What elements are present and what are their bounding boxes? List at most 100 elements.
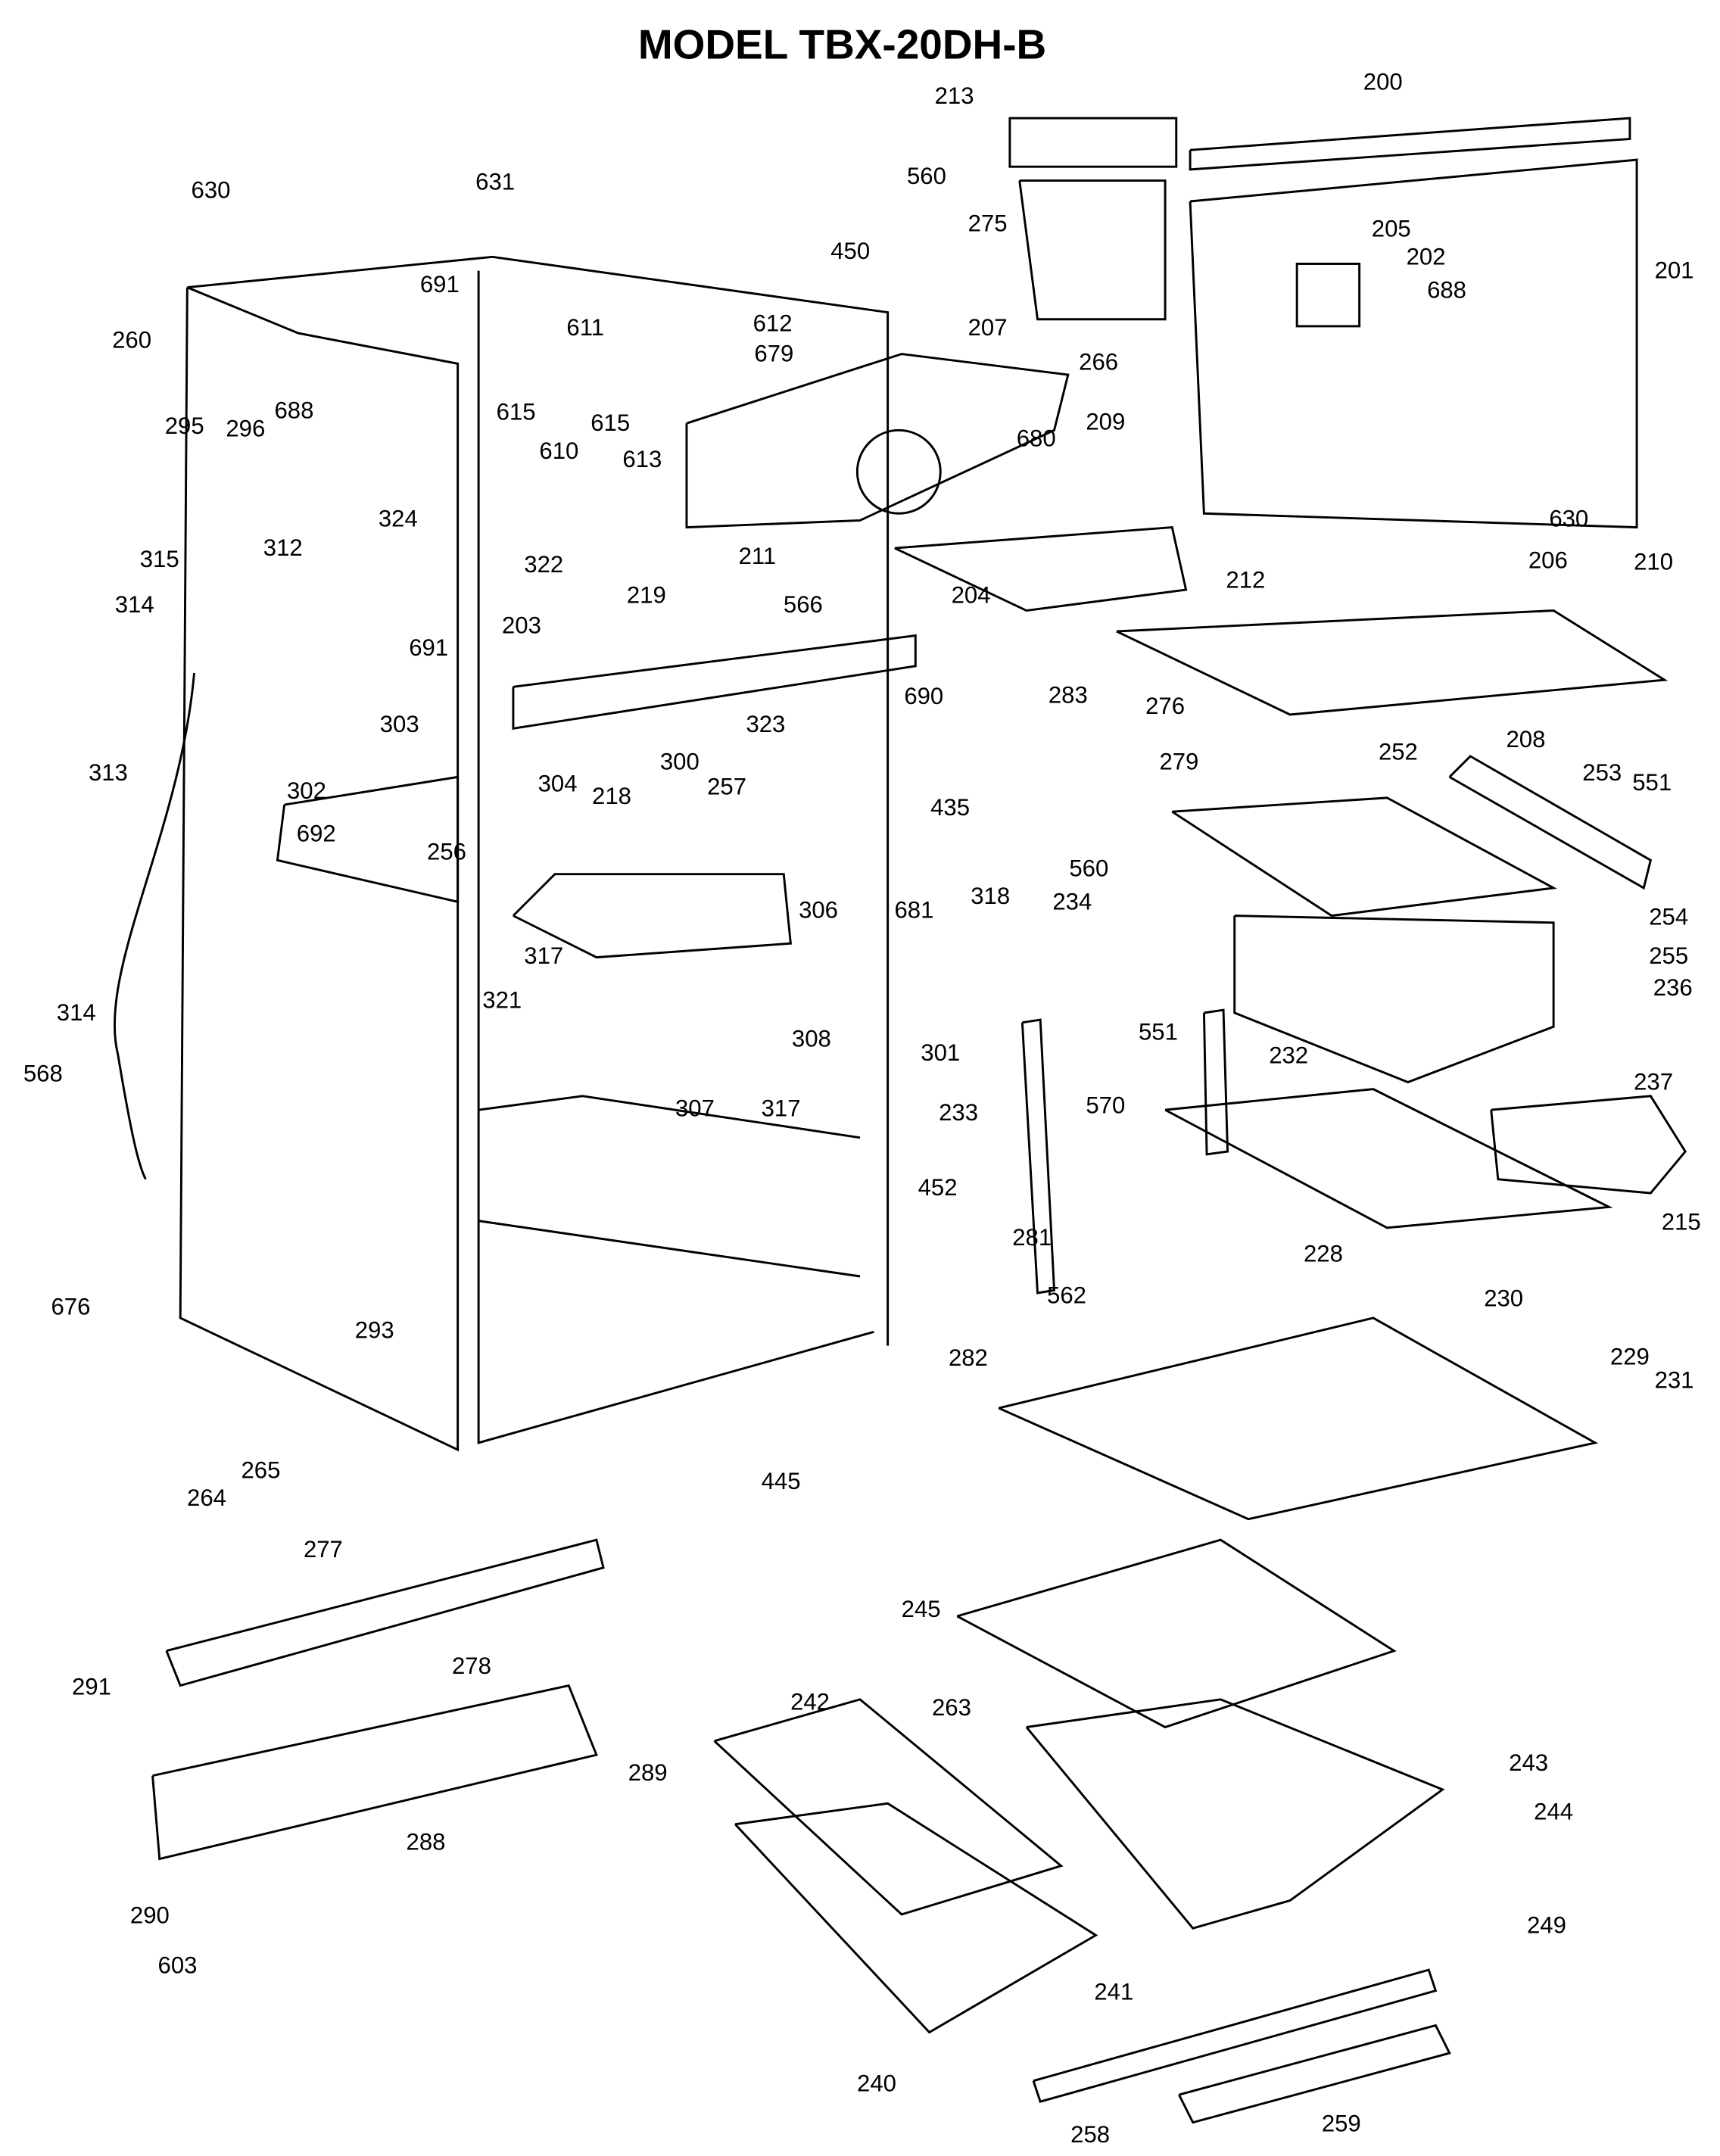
part-number-label: 233 (939, 1099, 978, 1126)
part-number-label: 283 (1049, 681, 1088, 708)
control-housing (512, 873, 792, 959)
part-number-label: 300 (660, 748, 700, 774)
crisper-cover-245 (956, 1538, 1397, 1729)
rail-233 (1020, 1018, 1056, 1295)
part-number-label: 207 (968, 314, 1008, 341)
part-number-label: 692 (297, 821, 336, 847)
part-number-label: 303 (380, 711, 419, 737)
diagram-title: MODEL TBX-20DH-B (638, 20, 1046, 67)
part-number-label: 560 (907, 163, 946, 189)
part-number-label: 249 (1527, 1912, 1566, 1939)
part-number-label: 206 (1528, 547, 1568, 574)
part-number-label: 230 (1484, 1285, 1523, 1311)
crisper-cover-252 (1171, 796, 1557, 918)
grille-288 (151, 1684, 598, 1861)
part-number-label: 257 (707, 773, 746, 799)
part-number-label: 450 (830, 238, 870, 264)
part-number-label: 243 (1509, 1749, 1548, 1776)
part-number-label: 312 (263, 534, 303, 561)
rail-258 (1032, 1968, 1438, 2103)
part-number-label: 688 (1427, 276, 1466, 303)
crisper-cover-242 (713, 1698, 1064, 1916)
part-number-label: 615 (590, 410, 630, 436)
part-number-label: 295 (165, 413, 204, 439)
ice-tray (1008, 117, 1178, 168)
drain-tube (113, 672, 195, 1180)
part-number-label: 203 (502, 612, 541, 639)
part-number-label: 252 (1379, 738, 1418, 765)
part-number-label: 213 (935, 83, 974, 109)
part-number-label: 291 (72, 1673, 111, 1700)
part-number-label: 266 (1079, 349, 1118, 375)
part-number-label: 307 (675, 1095, 715, 1121)
part-number-label: 613 (622, 446, 662, 472)
evaporator-cover (685, 353, 1070, 529)
part-number-label: 313 (89, 759, 128, 786)
part-number-label: 603 (158, 1952, 198, 1979)
part-number-label: 562 (1047, 1282, 1086, 1309)
rail-277 (165, 1538, 605, 1687)
meat-pan-255 (1233, 914, 1555, 1084)
crisper-240 (734, 1802, 1098, 2034)
part-number-label: 315 (140, 546, 179, 572)
part-number-label: 212 (1226, 566, 1265, 593)
part-number-label: 435 (930, 794, 970, 821)
wire-shelf-206 (1116, 609, 1669, 716)
part-number-label: 264 (187, 1485, 226, 1511)
part-number-label: 560 (1069, 855, 1108, 881)
part-number-label: 253 (1582, 759, 1622, 786)
shelf-229 (998, 1316, 1599, 1521)
part-number-label: 208 (1507, 726, 1546, 752)
part-number-label: 679 (754, 341, 793, 367)
shelf-228 (1164, 1088, 1613, 1229)
part-number-label: 288 (407, 1829, 446, 1855)
part-number-label: 258 (1070, 2121, 1110, 2148)
part-number-label: 688 (274, 397, 313, 424)
part-number-label: 611 (566, 314, 604, 341)
part-number-label: 566 (784, 591, 823, 618)
part-number-label: 317 (762, 1095, 801, 1121)
part-number-label: 275 (968, 210, 1008, 236)
part-number-label: 211 (739, 543, 777, 569)
part-number-label: 676 (51, 1293, 90, 1319)
damper-channel-203 (512, 634, 917, 730)
ice-bucket (1018, 179, 1167, 321)
part-number-label: 242 (790, 1689, 830, 1715)
part-number-label: 209 (1086, 408, 1125, 435)
part-number-label: 202 (1407, 243, 1446, 270)
crisper-243 (1025, 1698, 1445, 1930)
part-number-label: 276 (1145, 693, 1185, 719)
part-number-label: 260 (112, 326, 151, 353)
part-number-label: 551 (1139, 1019, 1178, 1045)
part-number-label: 215 (1662, 1209, 1701, 1235)
part-number-label: 610 (539, 438, 578, 464)
part-number-label: 612 (753, 310, 793, 336)
part-number-label: 278 (452, 1653, 491, 1679)
part-number-label: 219 (627, 581, 666, 608)
part-number-label: 691 (409, 634, 448, 661)
part-number-label: 321 (482, 986, 522, 1013)
part-number-label: 254 (1649, 904, 1688, 930)
part-number-label: 255 (1649, 942, 1688, 969)
part-number-label: 205 (1372, 216, 1411, 242)
part-number-label: 240 (857, 2070, 896, 2096)
part-number-label: 314 (115, 591, 154, 618)
part-number-label: 256 (427, 838, 466, 865)
part-number-label: 551 (1632, 769, 1672, 796)
part-number-label: 691 (420, 271, 460, 298)
part-number-label: 570 (1086, 1092, 1125, 1119)
bin-215 (1490, 1095, 1687, 1195)
part-number-label: 282 (949, 1344, 988, 1371)
part-number-label: 314 (57, 999, 96, 1026)
part-number-label: 302 (287, 777, 326, 804)
part-number-label: 317 (524, 942, 563, 969)
part-number-label: 690 (904, 683, 943, 709)
part-number-label: 630 (192, 176, 231, 203)
part-number-label: 324 (379, 506, 418, 532)
part-number-label: 277 (304, 1536, 343, 1562)
freezer-door-liner (1189, 117, 1638, 529)
part-number-label: 680 (1017, 425, 1056, 451)
